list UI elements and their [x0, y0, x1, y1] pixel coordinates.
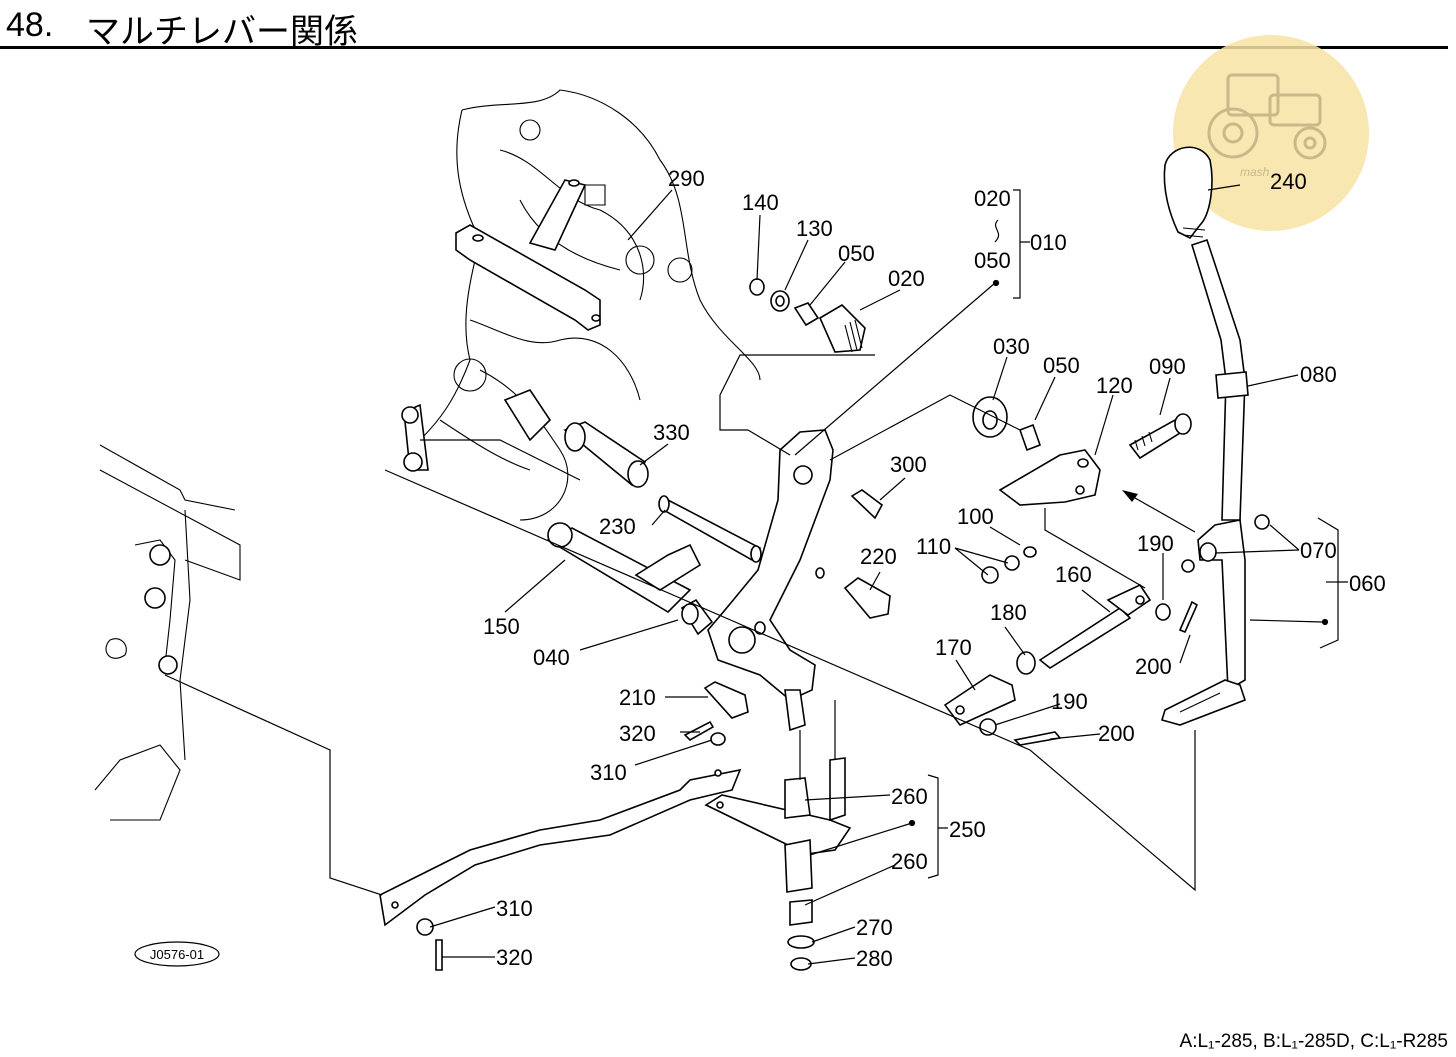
- callout-190: 190: [1051, 689, 1088, 714]
- leader-lines: [429, 184, 1338, 965]
- part-240-knob: [1163, 146, 1213, 240]
- part-330-sleeve: [503, 389, 649, 488]
- callout-170: 170: [935, 635, 972, 660]
- callout-200: 200: [1135, 654, 1172, 679]
- callout-100: 100: [957, 504, 994, 529]
- callout-270: 270: [856, 915, 893, 940]
- callout-210: 210: [619, 685, 656, 710]
- callout-040: 040: [533, 645, 570, 670]
- left-body: [94, 444, 241, 821]
- callout-120: 120: [1096, 373, 1133, 398]
- callout-070: 070: [1300, 538, 1337, 563]
- callout-330: 330: [653, 420, 690, 445]
- callout-190: 190: [1137, 531, 1174, 556]
- tractor-icon: [1207, 73, 1327, 160]
- callout-150: 150: [483, 614, 520, 639]
- section-number: 48.: [6, 6, 54, 44]
- bracket-010: [994, 189, 1030, 299]
- callout-180: 180: [990, 600, 1027, 625]
- callout-230: 230: [599, 514, 636, 539]
- callout-260: 260: [891, 849, 928, 874]
- part-220-bolt: [843, 577, 891, 619]
- watermark-text: mash: [1240, 165, 1270, 179]
- callout-060: 060: [1349, 571, 1386, 596]
- callout-110: 110: [916, 534, 951, 559]
- callout-090: 090: [1149, 354, 1186, 379]
- callout-250: 250: [949, 817, 986, 842]
- part-230-rod: [658, 495, 762, 563]
- callout-130: 130: [796, 216, 833, 241]
- part-group-120: [972, 396, 1192, 584]
- part-060-fork: [1160, 514, 1270, 726]
- callout-310: 310: [496, 896, 533, 921]
- part-300-bolt: [850, 489, 884, 520]
- callout-240: 240: [1270, 169, 1307, 194]
- part-group-020-fitting: [749, 278, 866, 353]
- callout-290: 290: [668, 166, 705, 191]
- callout-160: 160: [1055, 562, 1092, 587]
- drawing-code-badge: J0576-01: [134, 941, 220, 967]
- part-290-stay: [455, 179, 601, 331]
- direction-arrow: [1122, 490, 1196, 533]
- callout-080: 080: [1300, 362, 1337, 387]
- main-bracket: [707, 429, 834, 732]
- lower-link-rod: [379, 768, 742, 927]
- callout-300: 300: [890, 452, 927, 477]
- callout-020: 020: [888, 266, 925, 291]
- watermark-logo: mash: [1173, 35, 1369, 231]
- callout-320: 320: [496, 945, 533, 970]
- watermark-circle: [1173, 35, 1369, 231]
- callout-220: 220: [860, 544, 897, 569]
- page-header: 48. マルチレバー関係: [0, 0, 1456, 52]
- callout-050: 050: [838, 241, 875, 266]
- callout-050: 050: [1043, 353, 1080, 378]
- part-150-tube: [546, 522, 702, 614]
- callout-030: 030: [993, 334, 1030, 359]
- callout-labels: 290 140 130 050 020 020 050 010 240 030 …: [483, 166, 1386, 971]
- part-group-160: [943, 583, 1199, 746]
- callout-200: 200: [1098, 721, 1135, 746]
- transmission-case: [419, 89, 761, 521]
- callout-260: 260: [891, 784, 928, 809]
- callout-010: 010: [1030, 230, 1067, 255]
- callout-140: 140: [742, 190, 779, 215]
- assembly-lines: [164, 354, 1196, 896]
- part-250-arm: [704, 757, 852, 893]
- part-210-bolt: [703, 681, 749, 719]
- callout-310: 310: [590, 760, 627, 785]
- part-080-lever: [1191, 238, 1249, 521]
- callout-020: 020: [974, 186, 1011, 211]
- bracket-250: [927, 774, 948, 879]
- small-hardware: [401, 403, 815, 971]
- drawing-code: J0576-01: [150, 947, 204, 962]
- callout-050: 050: [974, 248, 1011, 273]
- bracket-060: [1317, 517, 1348, 649]
- section-title: マルチレバー関係: [86, 12, 358, 52]
- callout-280: 280: [856, 946, 893, 971]
- model-footer: A:L₁-285, B:L₁-285D, C:L₁-R285: [1179, 1031, 1448, 1052]
- header-rule: [0, 46, 1448, 49]
- callout-320: 320: [619, 721, 656, 746]
